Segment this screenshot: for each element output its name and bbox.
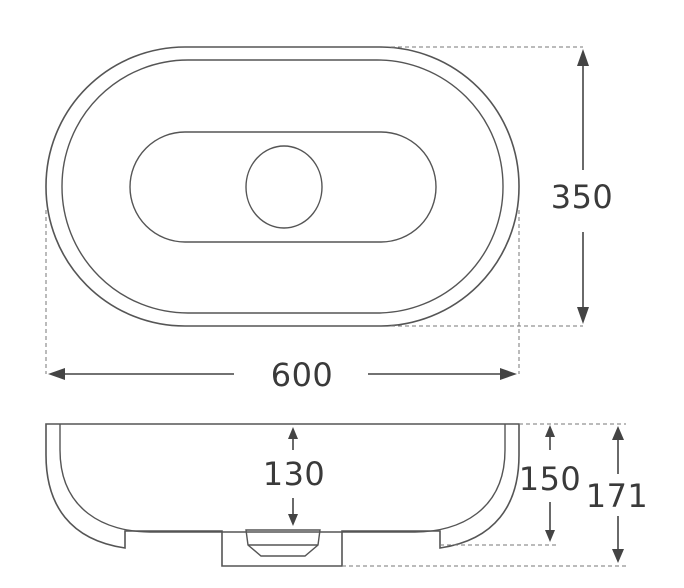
side-view: 130 150 171	[45, 423, 649, 567]
drain-depth-label: 130	[263, 455, 326, 493]
inner-height-arrow-head-top	[545, 425, 555, 437]
inner-height-label: 150	[519, 460, 582, 498]
width-arrow-head-right	[500, 368, 517, 380]
drain-depth-dimension: 130	[263, 427, 326, 526]
depth-dimension: 350	[551, 49, 614, 324]
total-height-arrow-head-top	[612, 426, 624, 440]
drain-depth-arrow-head-top	[288, 427, 298, 439]
width-label: 600	[271, 356, 334, 394]
width-arrow-head-left	[48, 368, 65, 380]
basin-inner-wall	[59, 424, 506, 533]
basin-outer-rim	[45, 46, 520, 327]
basin-inner-rim	[61, 59, 504, 314]
basin-bowl-floor	[129, 131, 437, 243]
inner-height-arrow-head-bottom	[545, 530, 555, 542]
inner-height-dimension: 150	[519, 425, 582, 542]
drain-depth-arrow-head-bottom	[288, 514, 298, 526]
total-height-label: 171	[586, 477, 649, 515]
depth-arrow-head-top	[577, 49, 589, 66]
drain-hole	[245, 145, 323, 229]
top-view: 350 600	[45, 46, 614, 394]
total-height-dimension: 171	[586, 426, 649, 563]
width-dimension: 600	[48, 356, 517, 394]
total-height-arrow-head-bottom	[612, 549, 624, 563]
depth-label: 350	[551, 178, 614, 216]
depth-arrow-head-bottom	[577, 307, 589, 324]
